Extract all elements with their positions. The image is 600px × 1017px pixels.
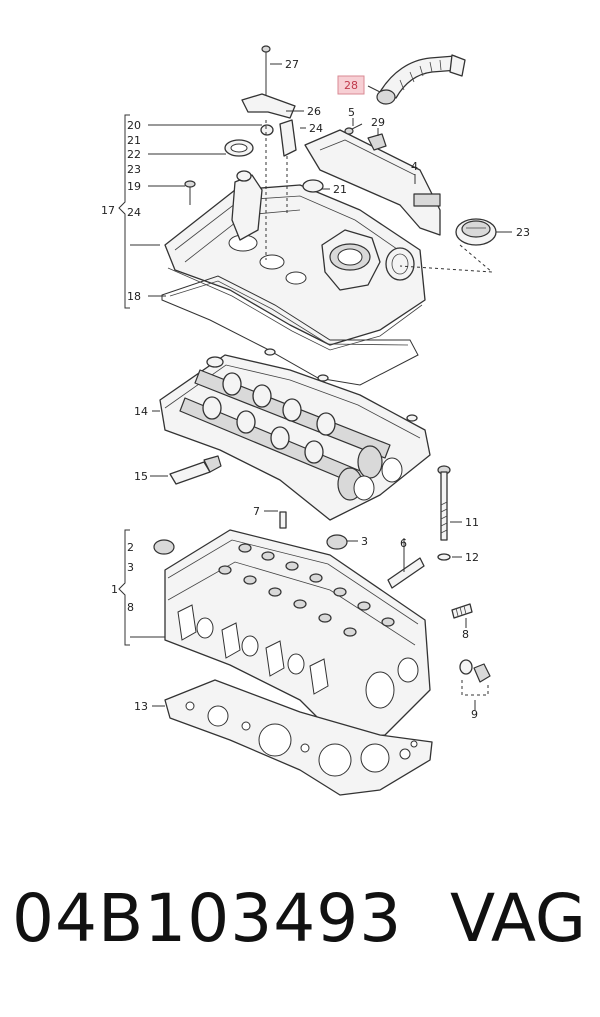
highlight-box-28: [337, 75, 365, 95]
label-9: 9: [471, 708, 478, 721]
plug-3: [326, 534, 348, 550]
footer: 04B103493 VAG: [0, 880, 600, 1000]
head-gasket: [164, 679, 433, 796]
valve-cover-gasket: [161, 275, 419, 386]
brand-name: VAG: [449, 880, 586, 957]
label-19: 19: [127, 180, 141, 193]
label-24-left: 24: [127, 206, 141, 219]
label-21-right: 21: [333, 183, 347, 196]
label-18: 18: [127, 290, 141, 303]
label-1: 1: [111, 583, 118, 596]
cylinder-head: [164, 529, 431, 741]
breather-hose: [376, 54, 466, 105]
label-4: 4: [411, 160, 418, 173]
valve-seats: [218, 543, 395, 637]
label-3-right: 3: [361, 535, 368, 548]
sealant-tube: [169, 455, 222, 485]
heat-shield-bracket: [304, 129, 441, 236]
label-5: 5: [348, 106, 355, 119]
part-6: [387, 557, 425, 589]
label-6: 6: [400, 537, 407, 550]
small-parts: [153, 511, 491, 696]
exploded-parts-diagram: 27 26 24 20 21 22 23 19 17 24 18 21 23 5…: [101, 45, 530, 796]
plug-9: [473, 663, 491, 683]
label-3-left: 3: [127, 561, 134, 574]
stud-8: [451, 603, 473, 619]
label-17: 17: [101, 204, 115, 217]
sensor-29: [367, 133, 387, 151]
label-7: 7: [253, 505, 260, 518]
label-2: 2: [127, 541, 134, 554]
label-14: 14: [134, 405, 148, 418]
leader-lines: [130, 63, 512, 710]
label-27: 27: [285, 58, 299, 71]
label-11: 11: [465, 516, 479, 529]
bolt-5: [344, 123, 363, 135]
washer-9: [459, 659, 473, 675]
label-8-right: 8: [462, 628, 469, 641]
label-28: 28: [344, 79, 358, 92]
label-26: 26: [307, 105, 321, 118]
plug-2: [153, 539, 175, 555]
callout-labels: 27 26 24 20 21 22 23 19 17 24 18 21 23 5…: [101, 58, 530, 721]
camshaft-sensor-parts: [224, 45, 324, 260]
label-21-left: 21: [127, 134, 141, 147]
label-29: 29: [371, 116, 385, 129]
valve-cover: [164, 170, 426, 351]
label-13: 13: [134, 700, 148, 713]
dowel-7: [279, 511, 287, 529]
label-20: 20: [127, 119, 141, 132]
intake-ports: [177, 604, 329, 695]
group-brackets: [118, 114, 130, 646]
cylinder-head-bolt: [437, 465, 451, 561]
part-number: 04B103493: [12, 880, 403, 957]
label-23-left: 23: [127, 163, 141, 176]
label-22: 22: [127, 148, 141, 161]
label-15: 15: [134, 470, 148, 483]
label-23-right: 23: [516, 226, 530, 239]
camshaft-housing: [159, 348, 431, 521]
label-12: 12: [465, 551, 479, 564]
oil-filler-cap: [399, 218, 497, 273]
label-8-left: 8: [127, 601, 134, 614]
label-24-top: 24: [309, 122, 323, 135]
